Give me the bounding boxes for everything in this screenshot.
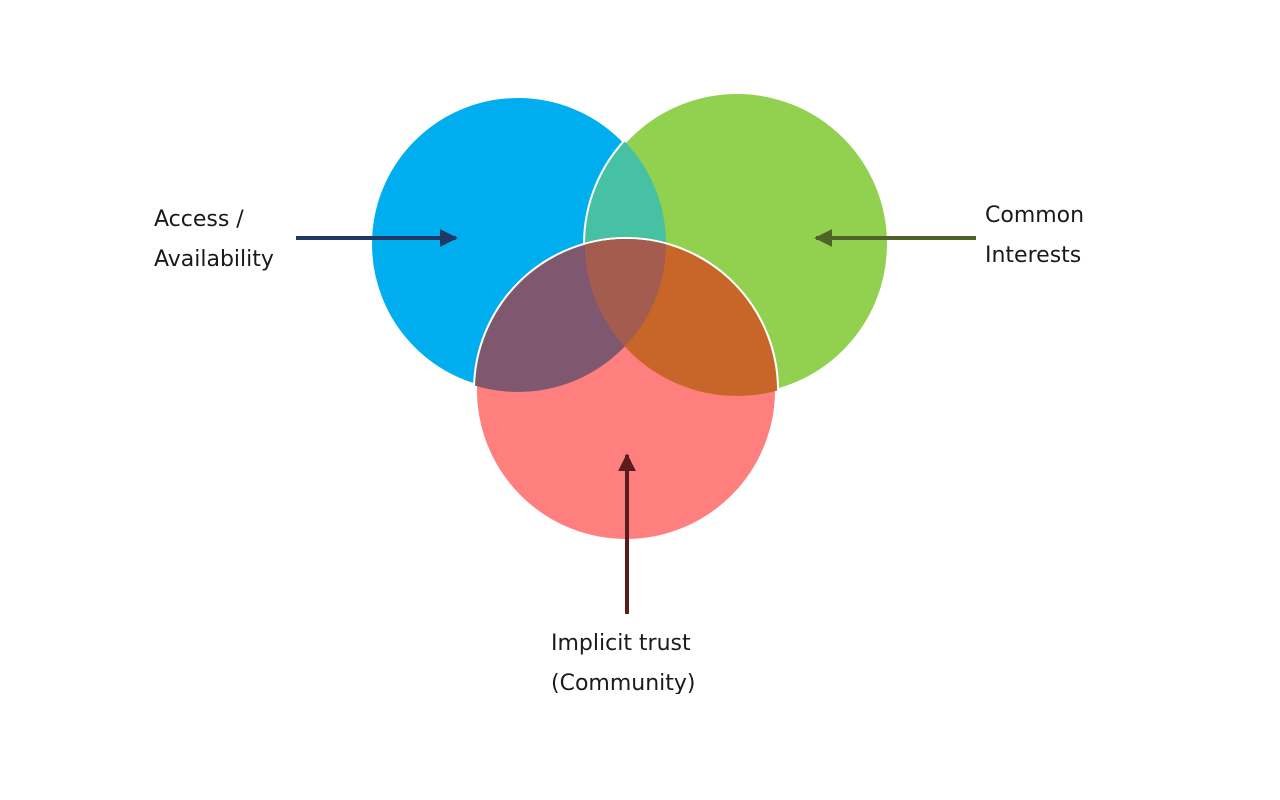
- label-trust-line1: Implicit trust: [551, 631, 691, 656]
- label-access-availability: Access / Availability: [154, 200, 274, 280]
- label-common-interests: Common Interests: [985, 196, 1084, 276]
- label-trust-line2: (Community): [551, 671, 696, 694]
- label-common-line1: Common: [985, 203, 1085, 228]
- label-common-line2: Interests: [985, 243, 1082, 268]
- label-access-line2: Availability: [154, 247, 274, 272]
- label-implicit-trust: Implicit trust (Community): [551, 624, 696, 694]
- label-access-line1: Access /: [154, 207, 244, 232]
